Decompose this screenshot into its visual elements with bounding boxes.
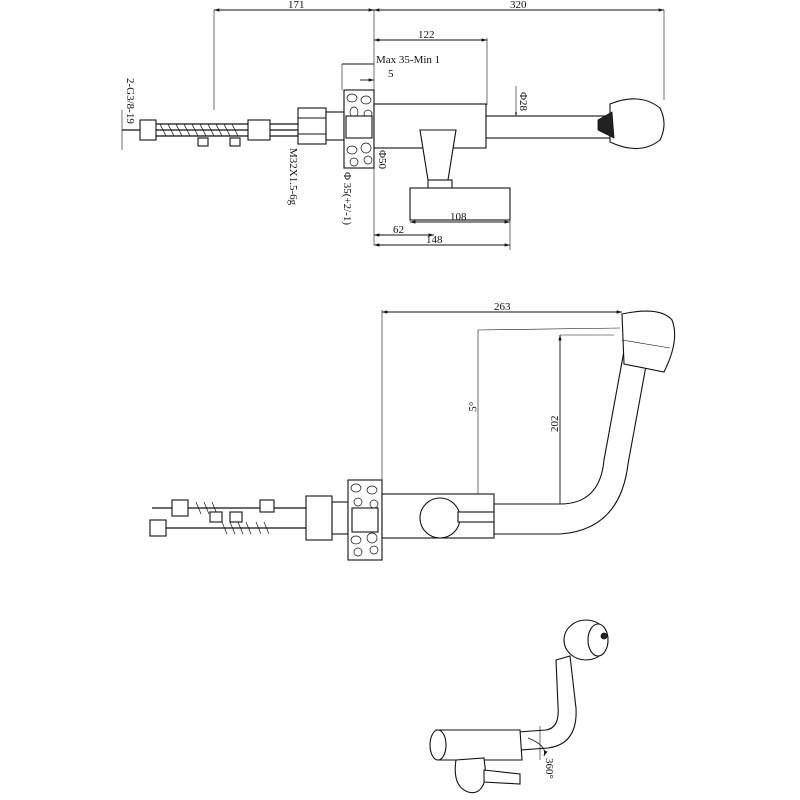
iso-body [435, 729, 523, 761]
dim-5deg-label: 5° [467, 401, 480, 412]
dim-phi28-label: Φ28 [517, 92, 529, 112]
dim-phi50-label: Φ50 [376, 150, 388, 170]
dim-171-label: 171 [288, 0, 305, 11]
side-supply-hoses [149, 499, 310, 537]
dim-5-label: 5 [388, 68, 394, 80]
iso-lever-arm [483, 769, 521, 785]
side-mounting-nut [305, 495, 333, 541]
side-view: 263 5° 202 [149, 301, 676, 561]
dim-320-label: 320 [510, 0, 527, 11]
dim-263-label: 263 [494, 301, 511, 313]
hose-nut-right [247, 119, 271, 141]
supply-hoses [122, 119, 300, 147]
mounting-washer [325, 111, 345, 141]
iso-spout [517, 655, 577, 751]
dim-62-label: 62 [393, 224, 404, 236]
mounting-nut [297, 107, 327, 145]
lever-base [409, 187, 511, 221]
spout-tube [485, 115, 611, 139]
dim-148-label: 148 [426, 234, 443, 246]
stone-hatch-top [346, 93, 373, 167]
iso-view: 360° [429, 619, 609, 794]
dim-phi35-label: Φ 35(+2/-1) [341, 172, 353, 225]
hose-nut-left [139, 119, 157, 141]
dim-202-label: 202 [549, 416, 561, 433]
dim-m32-label: M32X1.5-6g [287, 148, 299, 206]
dim-max-min-label: Max 35-Min 1 [376, 54, 440, 66]
side-spray-head [621, 310, 676, 373]
side-curved-spout [493, 339, 651, 535]
side-lever-knob [419, 497, 461, 539]
top-view: 171 320 122 Max 35-Min 1 5 2-G3/8-19 M32… [121, 0, 665, 250]
dim-360-label: 360° [543, 758, 555, 779]
dim-g38-label: 2-G3/8-19 [124, 78, 136, 124]
dim-108-label: 108 [450, 211, 467, 223]
dim-122-label: 122 [418, 29, 435, 41]
spray-head [609, 98, 665, 150]
iso-lever-knob [454, 757, 487, 794]
lever-handle [419, 129, 457, 181]
